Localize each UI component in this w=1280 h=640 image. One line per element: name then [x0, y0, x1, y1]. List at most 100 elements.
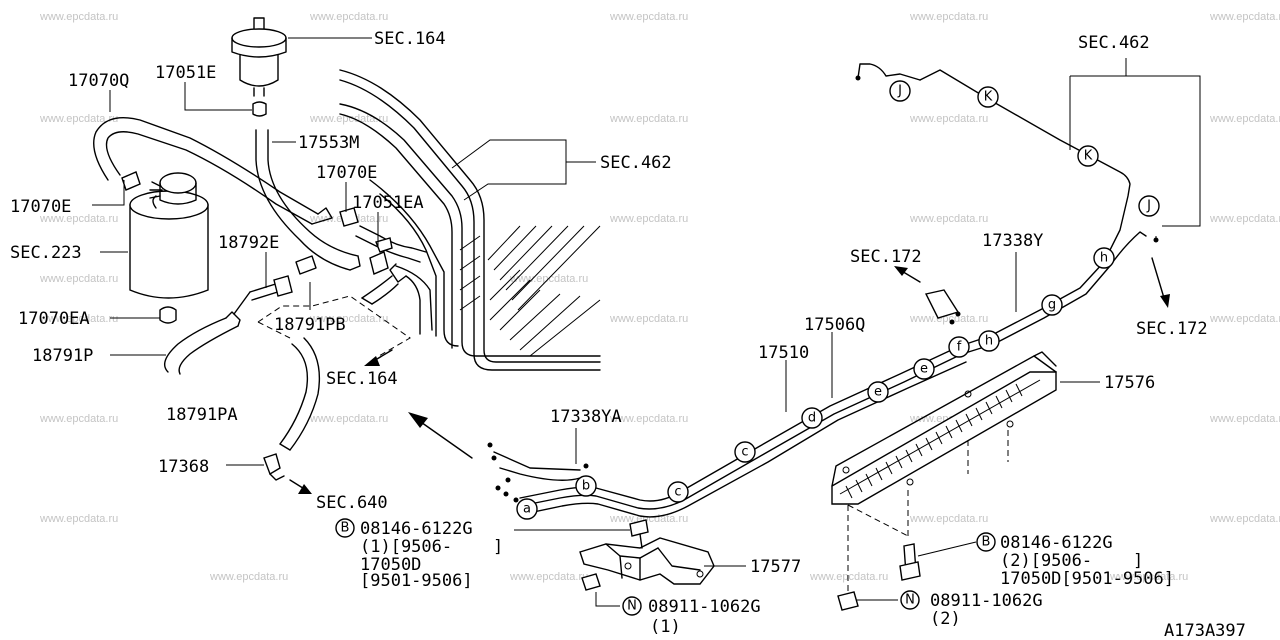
- clip-letter: K: [1084, 149, 1093, 164]
- main-fuel-lines: [487, 63, 1159, 518]
- fuel-filter: [231, 17, 287, 117]
- label-part-17070e: 17070E: [316, 163, 377, 183]
- clip-letter: c: [741, 445, 748, 460]
- label-bolt-alt: 17050D: [360, 555, 421, 575]
- label-sec-172: SEC.172: [850, 247, 922, 267]
- watermark: www.epcdata.ru: [609, 213, 688, 225]
- watermark: www.epcdata.ru: [1209, 313, 1280, 325]
- clip-letter: e: [920, 362, 928, 377]
- label-sec-462: SEC.462: [1078, 33, 1150, 53]
- label-part-17051ea: 17051EA: [352, 193, 424, 213]
- clip-b: [575, 475, 597, 497]
- label-part-17576: 17576: [1104, 373, 1155, 393]
- clip-h: [1093, 247, 1115, 269]
- label-part-17070ea: 17070EA: [18, 309, 90, 329]
- marker-b: B: [982, 535, 991, 550]
- clip-letter: d: [808, 411, 816, 426]
- marker-n-circle: [900, 590, 920, 610]
- watermark: www.epcdata.ru: [609, 11, 688, 23]
- marker-b-circle: [976, 532, 996, 552]
- label-part-18791pb: 18791PB: [274, 315, 346, 335]
- label-nut-qty: (1): [650, 617, 681, 637]
- clip-letter: f: [957, 340, 962, 355]
- watermark: www.epcdata.ru: [209, 571, 288, 583]
- label-part-17338ya: 17338YA: [550, 407, 622, 427]
- label-part-17070e: 17070E: [10, 197, 71, 217]
- clip-g: [1041, 294, 1063, 316]
- clip-letter: c: [674, 485, 681, 500]
- watermark: www.epcdata.ru: [909, 113, 988, 125]
- clip-e: [913, 358, 935, 380]
- marker-n: N: [905, 593, 915, 608]
- watermark: www.epcdata.ru: [39, 413, 118, 425]
- watermark: www.epcdata.ru: [609, 413, 688, 425]
- watermark: www.epcdata.ru: [39, 513, 118, 525]
- marker-b: B: [341, 521, 350, 536]
- watermark: www.epcdata.ru: [309, 313, 388, 325]
- clip-letter: J: [1146, 199, 1151, 214]
- label-part-17577: 17577: [750, 557, 801, 577]
- label-part-17553m: 17553M: [298, 133, 359, 153]
- label-part-17368: 17368: [158, 457, 209, 477]
- clip-h: [978, 330, 1000, 352]
- label-bolt-alt-range: [9501-9506]: [360, 571, 473, 591]
- marker-b-circle: [335, 518, 355, 538]
- label-sec-164: SEC.164: [326, 369, 398, 389]
- watermark: www.epcdata.ru: [309, 413, 388, 425]
- watermark: www.epcdata.ru: [809, 571, 888, 583]
- watermark: www.epcdata.ru: [909, 313, 988, 325]
- watermark: www.epcdata.ru: [39, 213, 118, 225]
- leader-lines: [92, 37, 1201, 607]
- evap-canister: [129, 172, 209, 299]
- watermark: www.epcdata.ru: [1109, 571, 1188, 583]
- label-nut-qty: (2): [930, 609, 961, 629]
- clip-letter: e: [874, 385, 882, 400]
- label-part-18791p: 18791P: [32, 346, 93, 366]
- watermark: www.epcdata.ru: [609, 113, 688, 125]
- label-part-17070q: 17070Q: [68, 71, 129, 91]
- clip-c: [734, 441, 756, 463]
- watermark: www.epcdata.ru: [509, 571, 588, 583]
- clip-letter: h: [985, 334, 993, 349]
- line-clips: a b c c d e e f h g h J K K J: [516, 80, 1160, 520]
- watermark: www.epcdata.ru: [909, 11, 988, 23]
- clip-letter: a: [523, 502, 531, 517]
- watermark: www.epcdata.ru: [609, 313, 688, 325]
- clip-letter: K: [984, 90, 993, 105]
- clip-c: [667, 481, 689, 503]
- label-part-17506q: 17506Q: [804, 315, 865, 335]
- label-sec-640: SEC.640: [316, 493, 388, 513]
- watermark: www.epcdata.ru: [909, 513, 988, 525]
- label-part-17510: 17510: [758, 343, 809, 363]
- watermark: www.epcdata.ru: [609, 513, 688, 525]
- watermark: www.epcdata.ru: [1209, 513, 1280, 525]
- vapor-hoses: [93, 117, 427, 481]
- watermark: www.epcdata.ru: [1209, 413, 1280, 425]
- clip-d: [801, 407, 823, 429]
- fuel-line-protector: [831, 351, 1057, 598]
- engine-fuel-tubes: [339, 69, 601, 371]
- clip-k: [977, 86, 999, 108]
- watermark: www.epcdata.ru: [39, 11, 118, 23]
- marker-n: N: [627, 599, 637, 614]
- label-part-18791pa: 18791PA: [166, 405, 238, 425]
- clip-j: [889, 80, 911, 102]
- fasteners-right: [837, 543, 921, 611]
- label-nut-part-no: 08911-1062G: [648, 597, 761, 617]
- labels: SEC.164 17051E 17070Q 17553M SEC.462 170…: [10, 29, 1246, 640]
- watermark: www.epcdata.ru: [39, 273, 118, 285]
- label-part-18792e: 18792E: [218, 233, 279, 253]
- label-part-17338y: 17338Y: [982, 231, 1043, 251]
- clip-f: [948, 336, 970, 358]
- watermark: www.epcdata.ru: [309, 11, 388, 23]
- clip-letter: h: [1100, 251, 1108, 266]
- diagram-id: A173A397: [1164, 621, 1246, 640]
- label-sec-223: SEC.223: [10, 243, 82, 263]
- label-bolt-part-no: 08146-6122G: [1000, 533, 1113, 553]
- marker-n-circle: [622, 596, 642, 616]
- watermark: www.epcdata.ru: [1209, 113, 1280, 125]
- label-nut-part-no: 08911-1062G: [930, 591, 1043, 611]
- label-bolt-qty: (1)[9506- ]: [360, 537, 503, 557]
